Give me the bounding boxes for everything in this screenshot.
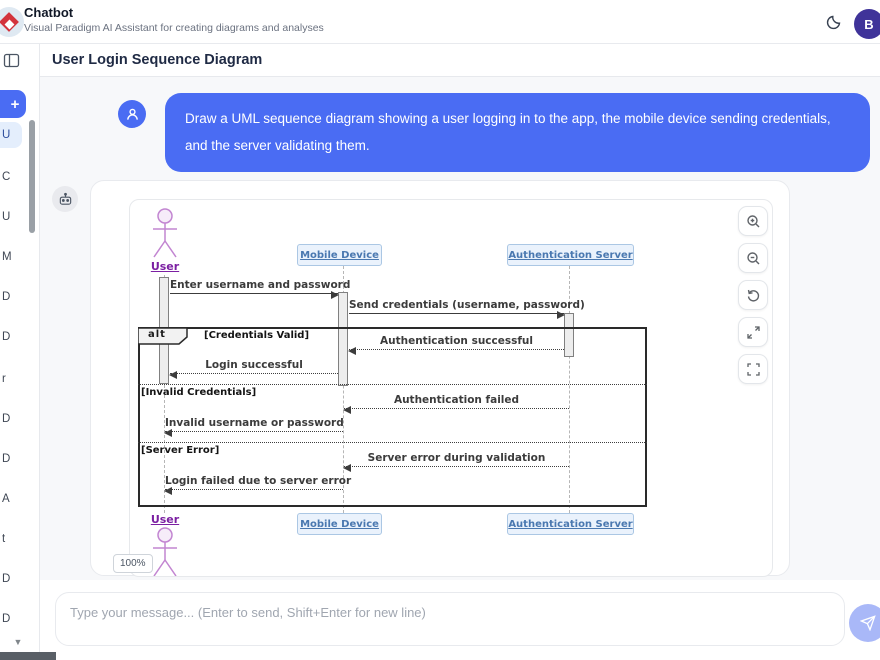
message-label: Login successful <box>205 359 303 371</box>
robot-icon <box>59 192 71 205</box>
participant-user-top[interactable]: User <box>150 260 180 273</box>
participant-mobile-top[interactable]: Mobile Device <box>297 244 382 266</box>
message-arrow: Enter username and password <box>170 279 351 299</box>
sidebar-item[interactable]: D <box>2 331 11 343</box>
fit-to-screen-button[interactable] <box>738 317 768 347</box>
viewer-controls <box>738 206 768 384</box>
activation-mobile <box>338 292 348 386</box>
sidebar-item[interactable]: M <box>2 251 12 263</box>
sidebar-item[interactable]: U <box>0 122 22 148</box>
sidebar-item[interactable]: r <box>2 373 6 385</box>
moon-icon <box>826 15 841 30</box>
return-arrow: Invalid username or password <box>164 417 344 437</box>
alt-divider <box>138 442 647 443</box>
user-message-bubble: Draw a UML sequence diagram showing a us… <box>165 93 870 172</box>
dark-mode-toggle[interactable] <box>822 10 846 34</box>
message-label: Invalid username or password <box>165 417 344 429</box>
actor-figure-user-top[interactable] <box>149 208 181 260</box>
sidebar-item[interactable]: t <box>2 533 6 545</box>
sidebar-item[interactable]: D <box>2 453 11 465</box>
participant-mobile-bottom[interactable]: Mobile Device <box>297 513 382 535</box>
paper-plane-icon <box>860 615 876 631</box>
chat-area: Draw a UML sequence diagram showing a us… <box>40 77 880 580</box>
bot-response-card: User Mobile Device Authentication Server… <box>90 180 790 577</box>
guard-server-error: [Server Error] <box>141 445 220 456</box>
app-header: Chatbot Visual Paradigm AI Assistant for… <box>0 0 880 44</box>
visual-paradigm-logo <box>0 7 24 37</box>
conversation-header: User Login Sequence Diagram <box>40 44 880 77</box>
return-arrow: Login successful <box>169 359 338 379</box>
person-icon <box>126 108 138 120</box>
message-label: Authentication failed <box>393 394 520 406</box>
message-label: Authentication successful <box>379 335 534 347</box>
bot-avatar <box>52 186 78 212</box>
app-subtitle: Visual Paradigm AI Assistant for creatin… <box>24 22 324 34</box>
message-arrow: Send credentials (username, password) <box>349 299 585 319</box>
alt-divider <box>138 384 647 385</box>
bottom-scrollbar-strip[interactable] <box>0 652 56 660</box>
message-input[interactable] <box>55 592 845 646</box>
lifeline-mobile <box>343 266 344 513</box>
avatar-initial: B <box>864 16 874 32</box>
plus-icon: + <box>10 95 20 113</box>
app-title: Chatbot <box>24 5 74 20</box>
sidebar: + U C U M D D r D D A t D D ▼ <box>0 44 40 660</box>
actor-figure-user-bottom[interactable] <box>149 527 181 577</box>
sidebar-item[interactable]: D <box>2 573 11 585</box>
fullscreen-icon <box>746 362 760 376</box>
activation-server <box>564 313 574 357</box>
reset-view-button[interactable] <box>738 280 768 310</box>
return-arrow: Authentication successful <box>348 335 564 355</box>
message-label: Login failed due to server error <box>165 475 352 487</box>
return-arrow: Authentication failed <box>343 394 569 414</box>
zoom-in-button[interactable] <box>738 206 768 236</box>
expand-arrows-icon <box>746 325 760 339</box>
sidebar-toggle-icon[interactable] <box>3 52 21 70</box>
scroll-down-arrow-icon[interactable]: ▼ <box>13 637 23 647</box>
send-button[interactable] <box>849 604 880 642</box>
reset-icon <box>747 289 759 302</box>
page-title: User Login Sequence Diagram <box>52 52 263 68</box>
sequence-diagram: User Mobile Device Authentication Server… <box>132 207 712 577</box>
sidebar-scrollbar[interactable] <box>29 120 35 233</box>
message-label: Enter username and password <box>170 279 351 291</box>
zoom-out-button[interactable] <box>738 243 768 273</box>
user-message-text: Draw a UML sequence diagram showing a us… <box>185 111 831 153</box>
sidebar-item[interactable]: U <box>2 211 11 223</box>
guard-invalid-credentials: [Invalid Credentials] <box>141 387 257 398</box>
sidebar-item[interactable]: C <box>2 171 11 183</box>
lifeline-user <box>164 275 165 513</box>
user-message-avatar <box>118 100 146 128</box>
zoom-level-badge: 100% <box>113 554 153 573</box>
guard-credentials-valid: [Credentials Valid] <box>204 330 310 341</box>
fullscreen-button[interactable] <box>738 354 768 384</box>
alt-operator-label: alt <box>148 329 166 340</box>
app-titles: Chatbot Visual Paradigm AI Assistant for… <box>24 5 324 35</box>
user-profile-avatar[interactable]: B <box>854 9 880 39</box>
diagram-viewer[interactable]: User Mobile Device Authentication Server… <box>129 199 773 577</box>
new-chat-button[interactable]: + <box>0 90 26 118</box>
message-label: Server error during validation <box>367 452 546 464</box>
return-arrow: Server error during validation <box>343 452 569 472</box>
sidebar-item[interactable]: D <box>2 291 11 303</box>
zoom-out-icon <box>746 251 759 264</box>
message-label: Send credentials (username, password) <box>349 299 585 311</box>
sidebar-item[interactable]: D <box>2 413 11 425</box>
participant-server-bottom[interactable]: Authentication Server <box>507 513 634 535</box>
sidebar-item[interactable]: A <box>2 493 10 505</box>
participant-user-bottom[interactable]: User <box>150 513 180 526</box>
alt-operator-tag: alt <box>138 327 188 345</box>
participant-server-top[interactable]: Authentication Server <box>507 244 634 266</box>
composer <box>40 580 880 660</box>
return-arrow: Login failed due to server error <box>164 475 352 495</box>
zoom-in-icon <box>746 214 759 227</box>
sidebar-item[interactable]: D <box>2 613 11 625</box>
lifeline-server <box>569 266 570 513</box>
alt-fragment-frame <box>138 327 647 507</box>
